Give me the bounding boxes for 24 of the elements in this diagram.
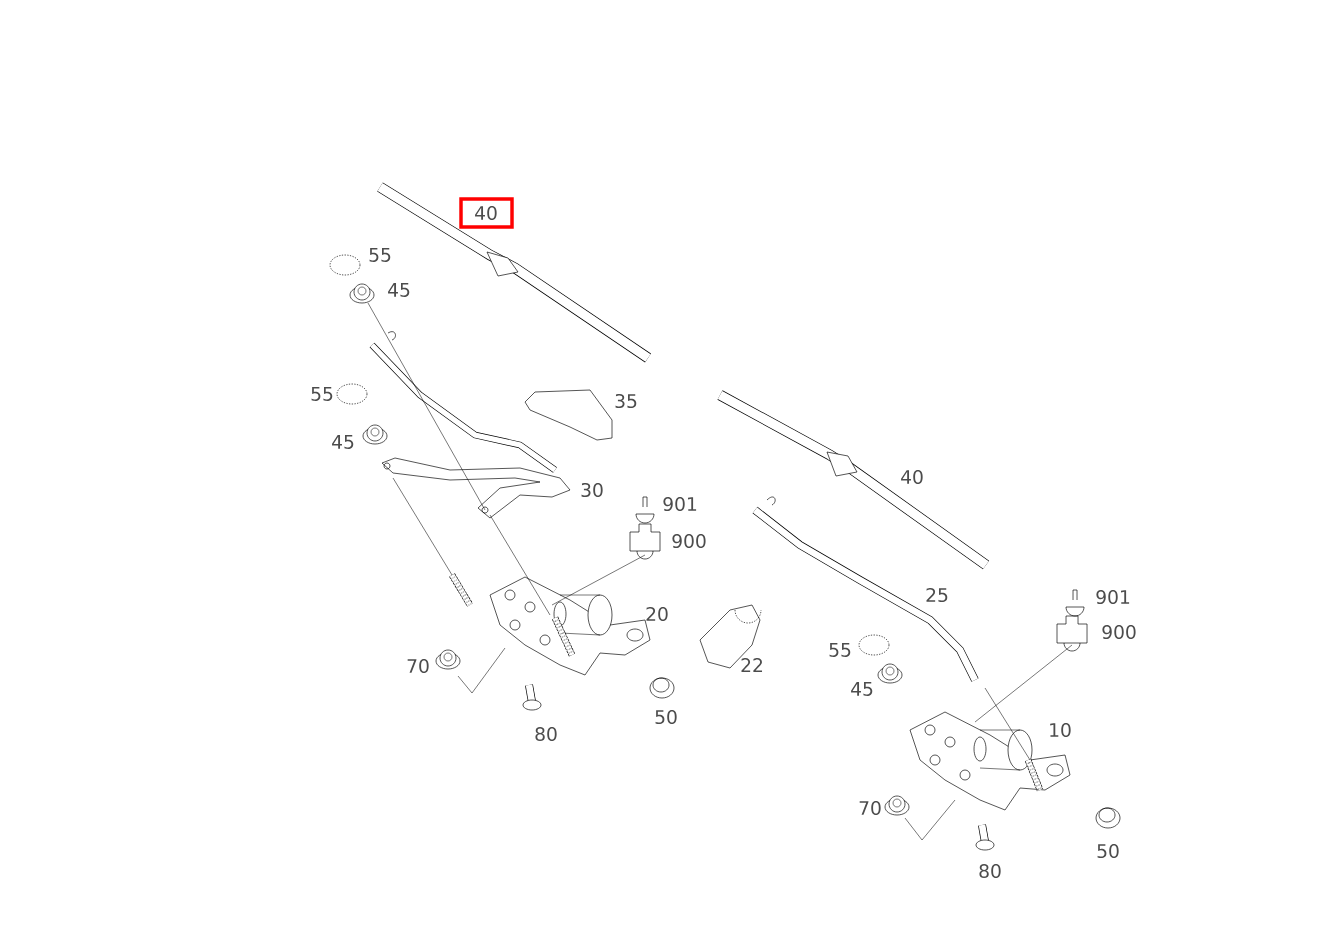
- callout-number: 900: [672, 533, 706, 549]
- callout-number: 22: [741, 658, 762, 672]
- callout-number: 900: [1102, 624, 1136, 640]
- callout-number: 45: [332, 435, 354, 449]
- callout-number: 40: [475, 205, 497, 221]
- callout-number: 25: [926, 587, 948, 603]
- callout-number: 50: [1097, 843, 1119, 859]
- callout-number: 20: [646, 606, 668, 622]
- callout-number: 55: [829, 643, 851, 657]
- callout-number: 901: [663, 496, 697, 512]
- callout-number: 45: [388, 283, 410, 297]
- callout-number: 80: [979, 863, 1001, 879]
- callout-number: 35: [615, 393, 637, 409]
- callout-number: 55: [311, 387, 333, 401]
- callout-number: 80: [535, 726, 557, 742]
- callout-number: 40: [901, 469, 923, 485]
- callout-number: 45: [851, 682, 873, 696]
- callout-number: 55: [369, 248, 391, 262]
- callout-number: 50: [655, 709, 677, 725]
- callout-number: 70: [859, 800, 881, 816]
- callout-number: 30: [581, 482, 603, 498]
- callout-number: 901: [1096, 589, 1130, 605]
- callout-number: 70: [407, 658, 429, 674]
- callout-number: 10: [1050, 722, 1071, 738]
